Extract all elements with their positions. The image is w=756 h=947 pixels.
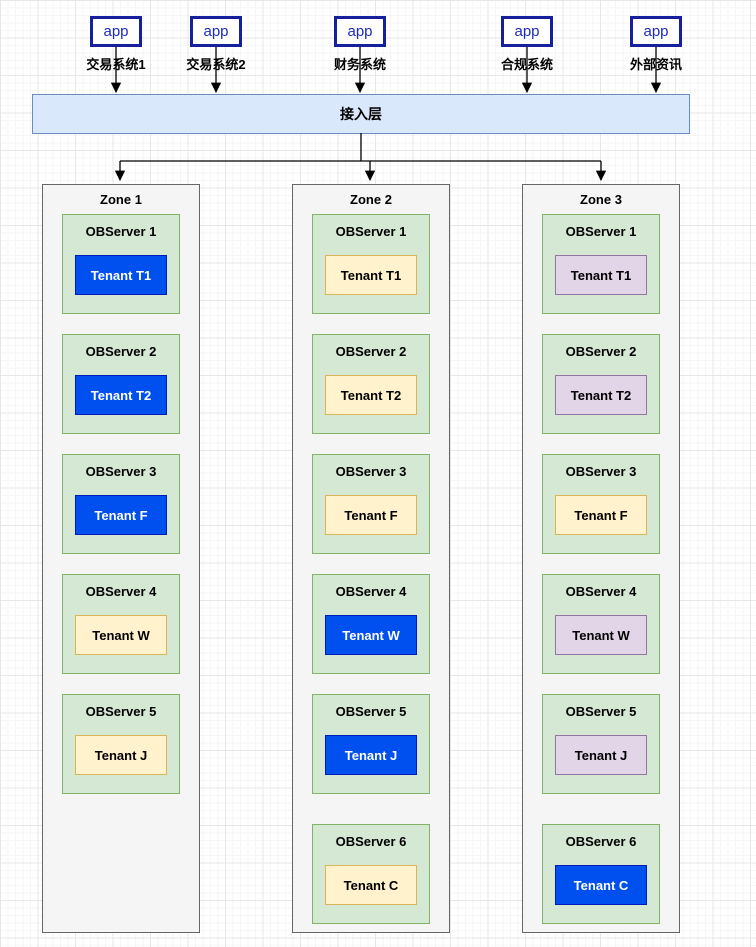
tenant-node-blue[interactable]: Tenant T1 bbox=[75, 255, 167, 295]
tenant-node-yellow[interactable]: Tenant F bbox=[555, 495, 647, 535]
zone-2-observer-2[interactable]: OBServer 2 Tenant T2 bbox=[312, 334, 430, 434]
app-node-4[interactable]: app bbox=[501, 16, 553, 47]
observer-title: OBServer 6 bbox=[565, 834, 637, 849]
tenant-node-blue[interactable]: Tenant W bbox=[325, 615, 417, 655]
zone-2-observer-4[interactable]: OBServer 4 Tenant W bbox=[312, 574, 430, 674]
zone-1-observer-1[interactable]: OBServer 1 Tenant T1 bbox=[62, 214, 180, 314]
tenant-node-yellow[interactable]: Tenant T1 bbox=[325, 255, 417, 295]
tenant-node-yellow[interactable]: Tenant W bbox=[75, 615, 167, 655]
zone-1-observer-2[interactable]: OBServer 2 Tenant T2 bbox=[62, 334, 180, 434]
zone-2[interactable]: Zone 2 OBServer 1 Tenant T1 OBServer 2 Tenan… bbox=[292, 184, 450, 933]
zone-2-observer-6[interactable]: OBServer 6 Tenant C bbox=[312, 824, 430, 924]
observer-title: OBServer 4 bbox=[85, 584, 157, 599]
app-system-label-2: 交易系统2 bbox=[186, 57, 246, 72]
observer-title: OBServer 4 bbox=[335, 584, 407, 599]
tenant-node-purple[interactable]: Tenant T2 bbox=[555, 375, 647, 415]
app-system-label-3: 财务系统 bbox=[333, 57, 386, 72]
zone-1[interactable]: Zone 1 OBServer 1 Tenant T1 OBServer 2 Tenan… bbox=[42, 184, 200, 933]
tenant-node-yellow[interactable]: Tenant C bbox=[325, 865, 417, 905]
observer-title: OBServer 3 bbox=[335, 464, 407, 479]
zone-title: Zone 1 bbox=[100, 192, 142, 207]
zone-3-observer-5[interactable]: OBServer 5 Tenant J bbox=[542, 694, 660, 794]
tenant-node-yellow[interactable]: Tenant F bbox=[325, 495, 417, 535]
zone-title: Zone 2 bbox=[350, 192, 392, 207]
zone-2-observer-1[interactable]: OBServer 1 Tenant T1 bbox=[312, 214, 430, 314]
observer-title: OBServer 2 bbox=[85, 344, 157, 359]
observer-title: OBServer 2 bbox=[335, 344, 407, 359]
tenant-node-purple[interactable]: Tenant J bbox=[555, 735, 647, 775]
zone-3-observer-4[interactable]: OBServer 4 Tenant W bbox=[542, 574, 660, 674]
zone-1-observer-5[interactable]: OBServer 5 Tenant J bbox=[62, 694, 180, 794]
tenant-node-yellow[interactable]: Tenant T2 bbox=[325, 375, 417, 415]
observer-title: OBServer 5 bbox=[85, 704, 157, 719]
app-node-3[interactable]: app bbox=[334, 16, 386, 47]
zone-1-observer-4[interactable]: OBServer 4 Tenant W bbox=[62, 574, 180, 674]
observer-title: OBServer 5 bbox=[565, 704, 637, 719]
zone-3-observer-1[interactable]: OBServer 1 Tenant T1 bbox=[542, 214, 660, 314]
app-node-5[interactable]: app bbox=[630, 16, 682, 47]
tenant-node-purple[interactable]: Tenant T1 bbox=[555, 255, 647, 295]
observer-title: OBServer 6 bbox=[335, 834, 407, 849]
tenant-node-blue[interactable]: Tenant T2 bbox=[75, 375, 167, 415]
observer-title: OBServer 1 bbox=[565, 224, 637, 239]
app-system-label-4: 合规系统 bbox=[500, 57, 553, 72]
observer-title: OBServer 5 bbox=[335, 704, 407, 719]
zone-3-observer-2[interactable]: OBServer 2 Tenant T2 bbox=[542, 334, 660, 434]
zone-3-observer-6[interactable]: OBServer 6 Tenant C bbox=[542, 824, 660, 924]
tenant-node-purple[interactable]: Tenant W bbox=[555, 615, 647, 655]
zone-2-observer-3[interactable]: OBServer 3 Tenant F bbox=[312, 454, 430, 554]
zone-2-observer-5[interactable]: OBServer 5 Tenant J bbox=[312, 694, 430, 794]
tenant-node-blue[interactable]: Tenant J bbox=[325, 735, 417, 775]
zone-1-observer-3[interactable]: OBServer 3 Tenant F bbox=[62, 454, 180, 554]
observer-title: OBServer 4 bbox=[565, 584, 637, 599]
app-system-label-1: 交易系统1 bbox=[86, 57, 146, 72]
observer-title: OBServer 1 bbox=[85, 224, 157, 239]
zone-title: Zone 3 bbox=[580, 192, 622, 207]
observer-title: OBServer 3 bbox=[565, 464, 637, 479]
app-system-label-5: 外部资讯 bbox=[629, 57, 682, 72]
observer-title: OBServer 2 bbox=[565, 344, 637, 359]
app-node-2[interactable]: app bbox=[190, 16, 242, 47]
tenant-node-yellow[interactable]: Tenant J bbox=[75, 735, 167, 775]
app-node-1[interactable]: app bbox=[90, 16, 142, 47]
access-layer-label: 接入层 bbox=[340, 106, 382, 122]
zone-3[interactable]: Zone 3 OBServer 1 Tenant T1 OBServer 2 Tenan… bbox=[522, 184, 680, 933]
tenant-node-blue[interactable]: Tenant C bbox=[555, 865, 647, 905]
observer-title: OBServer 1 bbox=[335, 224, 407, 239]
tenant-node-blue[interactable]: Tenant F bbox=[75, 495, 167, 535]
observer-title: OBServer 3 bbox=[85, 464, 157, 479]
zone-3-observer-3[interactable]: OBServer 3 Tenant F bbox=[542, 454, 660, 554]
